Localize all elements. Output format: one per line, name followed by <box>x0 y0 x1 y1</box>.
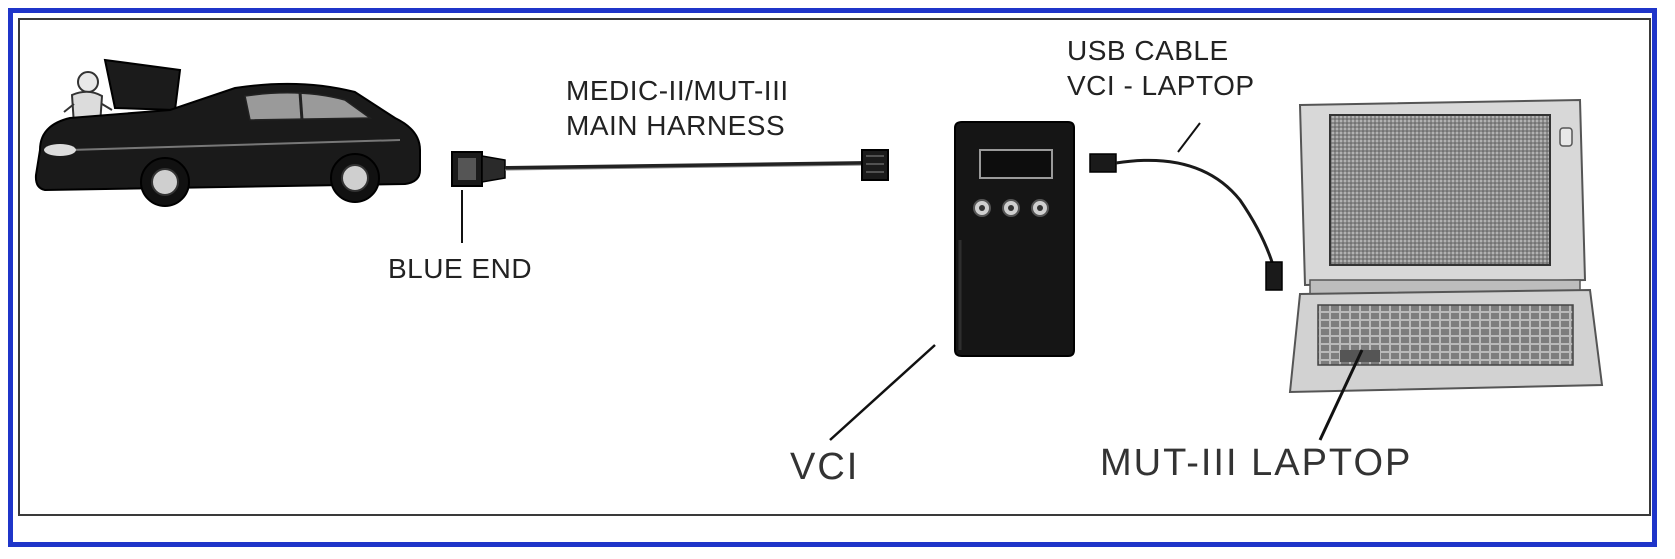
vci-device-icon <box>829 121 1075 441</box>
outer-frame <box>8 8 1657 547</box>
usb-label-line1: USB CABLE <box>1067 35 1229 66</box>
usb-cable-icon <box>1089 122 1283 291</box>
harness-connector-icon <box>451 151 506 187</box>
main-harness-icon <box>451 149 889 243</box>
inner-frame <box>18 18 1651 516</box>
car-icon <box>34 58 421 207</box>
laptop-icon <box>1288 98 1604 441</box>
harness-label-line2: MAIN HARNESS <box>566 110 786 141</box>
laptop-label: MUT-III LAPTOP <box>1100 442 1413 484</box>
blue-end-label: BLUE END <box>388 253 533 284</box>
usb-label-line2: VCI - LAPTOP <box>1067 70 1255 101</box>
harness-label-line1: MEDIC-II/MUT-III <box>566 75 789 106</box>
vci-label: VCI <box>790 446 860 488</box>
